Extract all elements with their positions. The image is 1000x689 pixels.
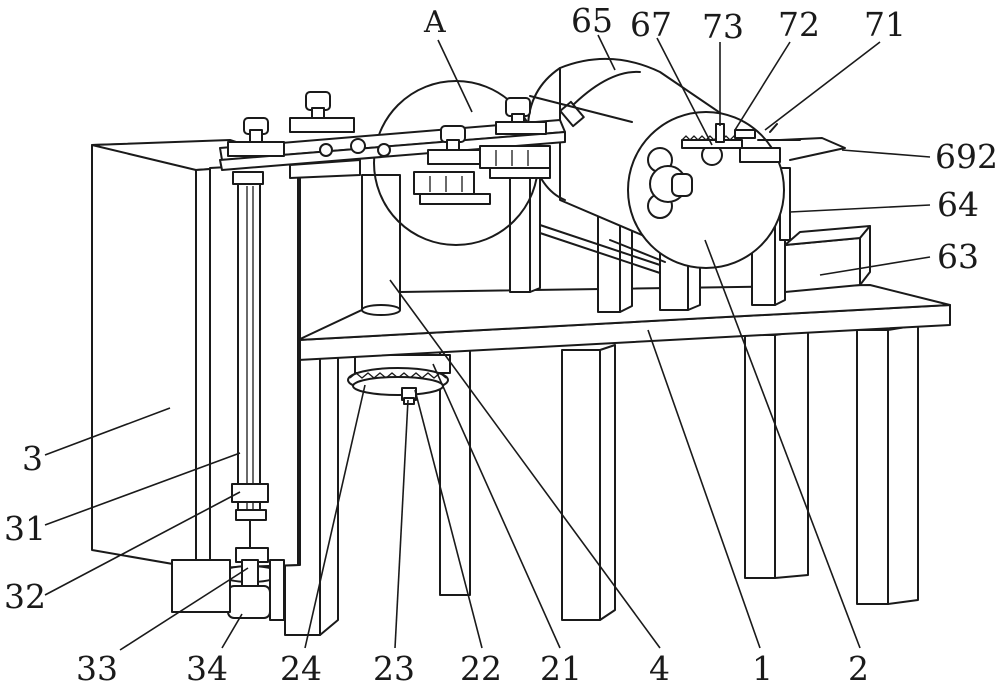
label-22: 22 [460,649,502,688]
label-67: 67 [630,5,672,44]
drum [527,57,846,274]
label-65: 65 [571,1,613,40]
table-legs [284,324,919,636]
label-4: 4 [649,649,670,688]
label-2: 2 [848,649,869,688]
label-692: 692 [935,137,998,176]
label-3: 3 [22,439,43,478]
labels: A 65 67 73 72 71 692 64 63 3 31 32 33 34… [4,1,998,688]
label-72: 72 [778,5,820,44]
label-21: 21 [540,649,582,688]
label-63: 63 [937,237,979,276]
label-73: 73 [702,7,744,46]
label-33: 33 [76,649,118,688]
rotary-base [347,354,451,405]
label-34: 34 [186,649,228,688]
label-32: 32 [4,577,46,616]
label-1: 1 [752,649,773,688]
clamp-assembly [219,80,566,246]
label-31: 31 [4,509,46,548]
leader-lines [44,34,931,651]
label-24: 24 [280,649,322,688]
label-23: 23 [373,649,415,688]
label-A: A [423,5,446,40]
side-cabinet [91,139,301,621]
label-64: 64 [937,185,979,224]
label-71: 71 [864,5,906,44]
